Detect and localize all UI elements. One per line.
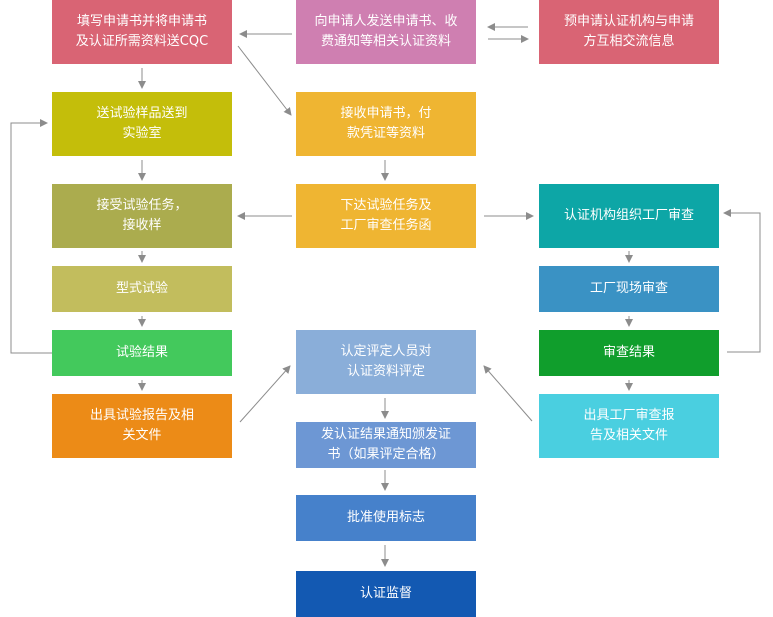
node-approve-mark: 批准使用标志 [296, 495, 476, 541]
node-test-report: 出具试验报告及相 关文件 [52, 394, 232, 458]
node-audit-result: 审查结果 [539, 330, 719, 376]
node-accept-task: 接受试验任务， 接收样 [52, 184, 232, 248]
arrow-auditresult-back-to-org [723, 209, 761, 353]
node-audit-report: 出具工厂审查报 告及相关文件 [539, 394, 719, 458]
node-evaluate: 认定评定人员对 认证资料评定 [296, 330, 476, 394]
node-supervision: 认证监督 [296, 571, 476, 617]
node-apply-cqc: 填写申请书并将申请书 及认证所需资料送CQC [52, 0, 232, 64]
arrow-report-to-evaluate [239, 365, 291, 423]
node-factory-audit: 工厂现场审查 [539, 266, 719, 312]
node-org-audit: 认证机构组织工厂审查 [539, 184, 719, 248]
node-notify-cert: 发认证结果通知颁发证 书（如果评定合格） [296, 422, 476, 468]
node-receive-apply: 接收申请书，付 款凭证等资料 [296, 92, 476, 156]
arrow-auditreport-to-evaluate [483, 365, 533, 422]
node-pre-apply: 预申请认证机构与申请 方互相交流信息 [539, 0, 719, 64]
node-send-samples: 送试验样品送到 实验室 [52, 92, 232, 156]
arrow-result-back-to-samples [10, 119, 52, 354]
node-type-test: 型式试验 [52, 266, 232, 312]
node-test-result: 试验结果 [52, 330, 232, 376]
node-issue-task: 下达试验任务及 工厂审查任务函 [296, 184, 476, 248]
node-send-to-applicant: 向申请人发送申请书、收 费通知等相关认证资料 [296, 0, 476, 64]
arrow-apply-to-receive [237, 45, 292, 116]
